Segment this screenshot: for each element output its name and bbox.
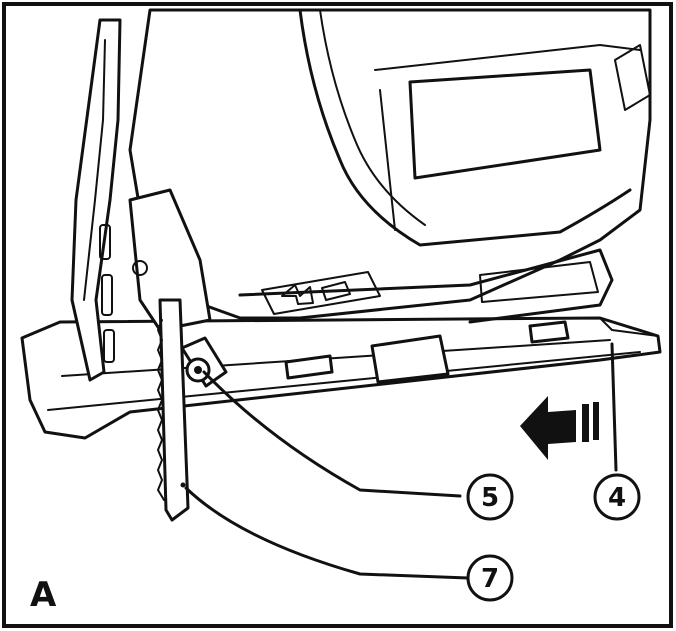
leader-line-7 [184, 486, 470, 580]
blade-marker-dot [180, 482, 186, 488]
saw-blade [157, 298, 190, 522]
figure-label: A [30, 575, 57, 615]
leader-line-4 [610, 342, 618, 472]
callout-4: 4 [593, 473, 641, 521]
callout-4-label: 4 [608, 483, 626, 513]
tool-housing [70, 8, 652, 384]
callout-7: 7 [466, 554, 514, 602]
direction-arrow [520, 396, 599, 460]
callout-5-label: 5 [481, 483, 499, 513]
guide-roller [180, 336, 228, 388]
callout-7-label: 7 [481, 564, 499, 594]
callout-5: 5 [466, 473, 514, 521]
leader-line-5 [202, 370, 462, 498]
